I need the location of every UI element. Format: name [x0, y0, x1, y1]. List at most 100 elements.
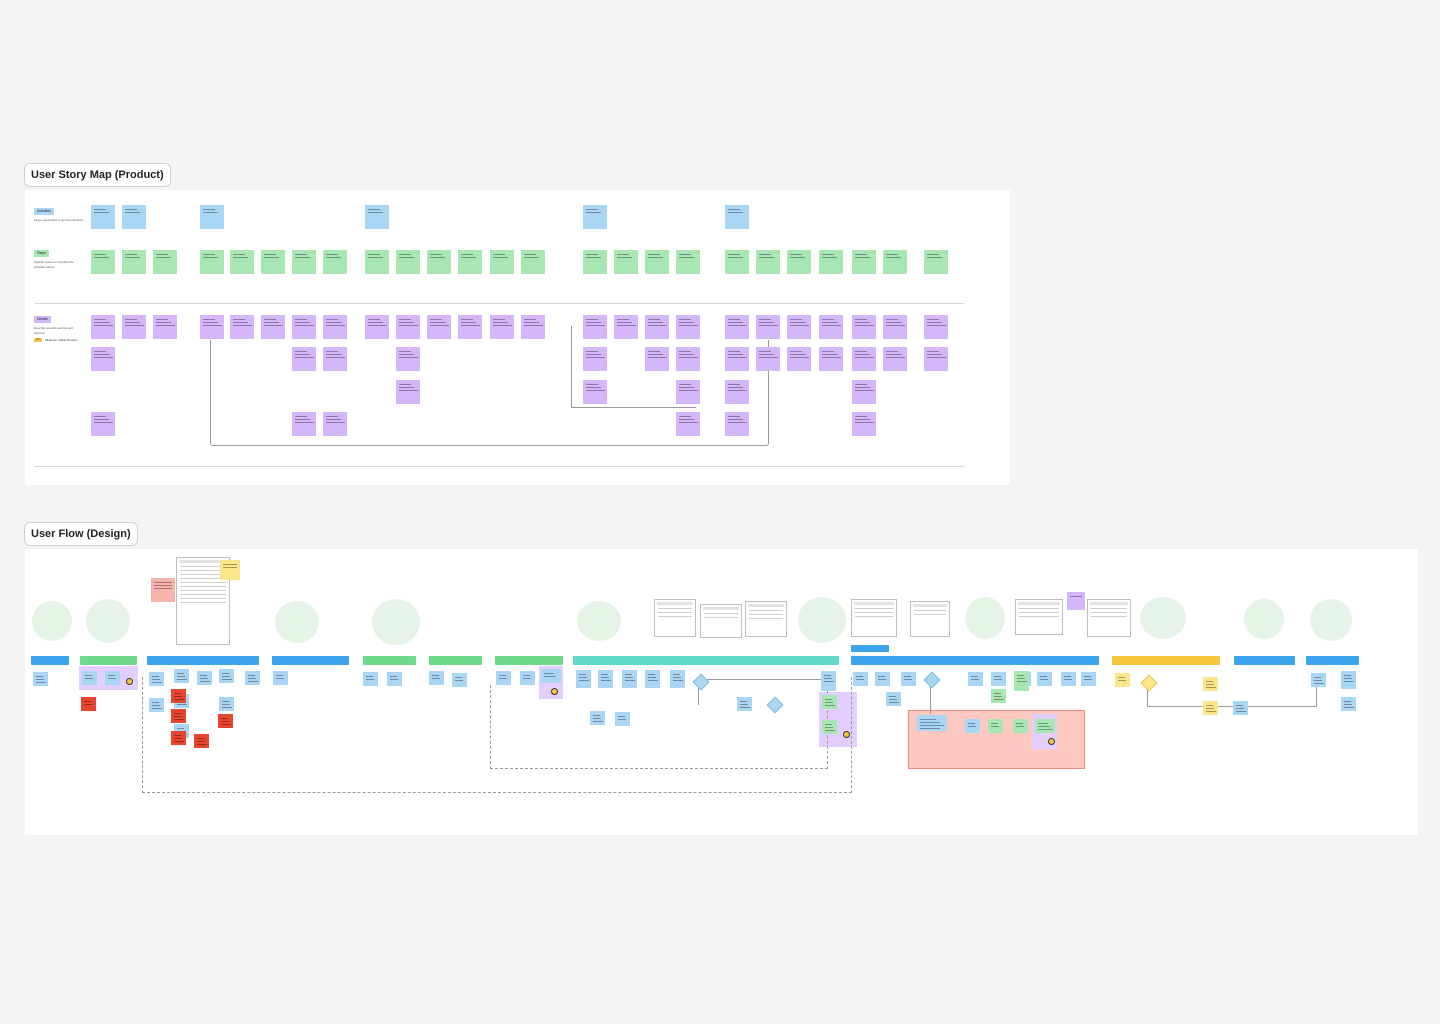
flow-line-2: [930, 684, 931, 714]
detail-note: [819, 347, 843, 371]
step-note: [230, 250, 254, 274]
detail-note: [323, 412, 347, 436]
stage-bar-6: [429, 656, 482, 665]
illustration-engineer: [1140, 597, 1186, 639]
detail-note: [852, 315, 876, 339]
flow-line-3: [1147, 682, 1317, 707]
flow-note: [886, 692, 901, 706]
form-note-pink: [151, 578, 175, 602]
detail-note: [852, 347, 876, 371]
detail-note: [292, 315, 316, 339]
flow-note: [991, 689, 1006, 703]
activity-note: [91, 205, 115, 229]
flow-note: [615, 712, 630, 726]
detail-note: [583, 347, 607, 371]
detail-note: [365, 315, 389, 339]
activities-tag: Activities: [34, 208, 54, 215]
screen-mock-4: [851, 599, 897, 637]
step-note: [292, 250, 316, 274]
step-note: [676, 250, 700, 274]
flow-note: [452, 673, 467, 687]
screen-mock-5: [910, 601, 950, 637]
step-note: [365, 250, 389, 274]
detail-note: [787, 347, 811, 371]
flow-note: [875, 672, 890, 686]
flow-note: [968, 672, 983, 686]
illustration-phone: [965, 597, 1005, 639]
emoji-face-icon: [843, 731, 850, 738]
step-note: [924, 250, 948, 274]
flow-note: [622, 670, 637, 688]
activity-note: [122, 205, 146, 229]
detail-note: [883, 315, 907, 339]
detail-note: [756, 315, 780, 339]
flow-note: [363, 672, 378, 686]
story-map-board: Activities Large sized tasks to get the …: [25, 190, 1010, 485]
screen-mock-2: [700, 604, 742, 638]
form-note-yellow: [220, 560, 240, 580]
flow-note: [1081, 672, 1096, 686]
activity-note: [583, 205, 607, 229]
flow-note: [1203, 701, 1218, 715]
flow-note: [1115, 673, 1130, 687]
activities-desc: Large sized tasks to get the job done: [34, 218, 84, 222]
flow-note: [520, 671, 535, 685]
detail-note: [200, 315, 224, 339]
flow-note: [171, 709, 186, 723]
decision-diamond-3: [923, 671, 941, 689]
screen-note-purple: [1067, 592, 1085, 610]
detail-note: [292, 347, 316, 371]
screen-mock-6: [1015, 599, 1063, 635]
detail-note: [645, 315, 669, 339]
detail-note: [819, 315, 843, 339]
detail-note: [323, 315, 347, 339]
user-flow-title[interactable]: User Flow (Design): [24, 522, 138, 546]
detail-note: [614, 315, 638, 339]
detail-note: [323, 347, 347, 371]
steps-tag: Steps: [34, 250, 49, 257]
step-note: [883, 250, 907, 274]
illustration-person-1: [32, 601, 72, 641]
flow-note: [965, 719, 980, 733]
emoji-face-icon: [126, 678, 133, 685]
story-map-title[interactable]: User Story Map (Product): [24, 163, 171, 187]
flow-note: [737, 697, 752, 711]
step-note: [521, 250, 545, 274]
step-note: [122, 250, 146, 274]
flow-note: [590, 711, 605, 725]
flow-note: [645, 670, 660, 688]
stage-bar-2: [80, 656, 137, 665]
activity-note: [365, 205, 389, 229]
emoji-face-icon: [1048, 738, 1055, 745]
details-desc: Describe specific actions and features: [34, 326, 73, 335]
flow-note: [171, 689, 186, 703]
detail-note: [583, 380, 607, 404]
detail-note: [153, 315, 177, 339]
detail-note: [292, 412, 316, 436]
detail-note: [490, 315, 514, 339]
user-flow-board: [25, 549, 1418, 835]
stage-bar-12: [1306, 656, 1359, 665]
screen-mock-7: [1087, 599, 1131, 637]
detail-note: [676, 347, 700, 371]
step-note: [261, 250, 285, 274]
detail-note: [924, 347, 948, 371]
flow-note: [576, 670, 591, 688]
illustration-dashboard: [372, 599, 420, 645]
flow-note: [853, 672, 868, 686]
flow-note: [1013, 719, 1028, 733]
illustration-support: [798, 597, 846, 643]
detail-note: [396, 315, 420, 339]
detail-note: [261, 315, 285, 339]
detail-note: [883, 347, 907, 371]
detail-note: [676, 380, 700, 404]
step-note: [852, 250, 876, 274]
loop-connector-2: [142, 677, 852, 793]
flow-line-1: [698, 679, 828, 705]
step-note: [583, 250, 607, 274]
flow-note: [1061, 672, 1076, 686]
detail-note: [91, 347, 115, 371]
detail-note: [852, 380, 876, 404]
detail-note: [924, 315, 948, 339]
